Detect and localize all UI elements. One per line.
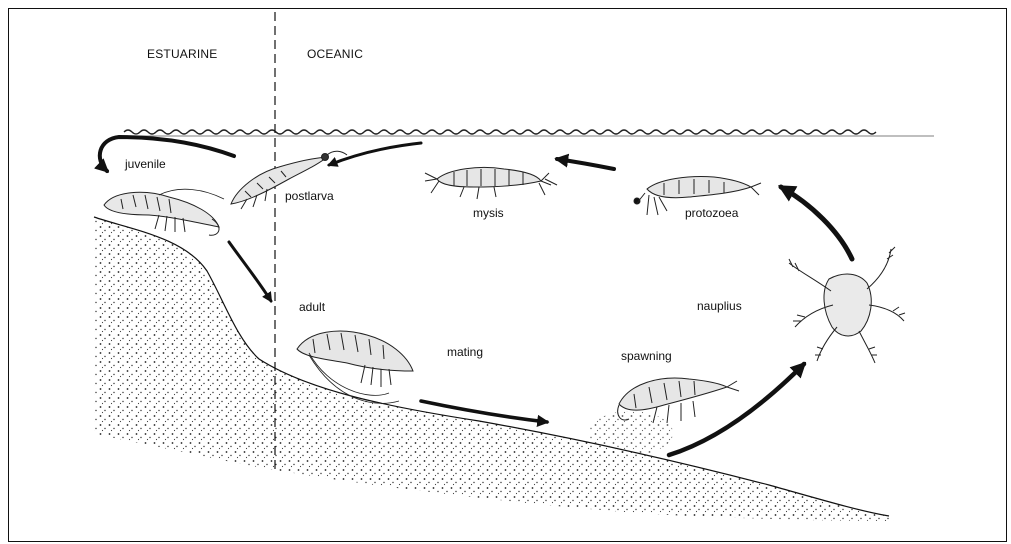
stage-label-protozoea: protozoea <box>685 206 738 220</box>
arrow-to-postlarva <box>329 143 421 165</box>
stage-label-adult: adult <box>299 300 325 314</box>
life-cycle-illustration <box>9 9 1008 543</box>
arrow-juvenile-loop <box>100 137 234 171</box>
nauplius-drawing <box>789 247 905 363</box>
water-surface <box>124 130 934 136</box>
stage-label-mysis: mysis <box>473 206 504 220</box>
stage-label-juvenile: juvenile <box>125 157 166 171</box>
sea-floor <box>94 217 894 521</box>
region-label-estuarine: ESTUARINE <box>147 47 217 61</box>
arrow-to-mysis <box>557 159 614 169</box>
egg-cloud <box>589 411 673 455</box>
stage-label-mating: mating <box>447 345 483 359</box>
arrow-to-nauplius <box>669 364 804 455</box>
stage-label-postlarva: postlarva <box>285 189 334 203</box>
diagram-frame: ESTUARINE OCEANIC juvenile postlarva mys… <box>8 8 1007 542</box>
region-label-oceanic: OCEANIC <box>307 47 363 61</box>
mysis-drawing <box>425 167 557 199</box>
stage-label-nauplius: nauplius <box>697 299 742 313</box>
stage-label-spawning: spawning <box>621 349 672 363</box>
arrow-to-adult <box>229 242 271 301</box>
arrow-to-protozoea <box>781 187 852 259</box>
